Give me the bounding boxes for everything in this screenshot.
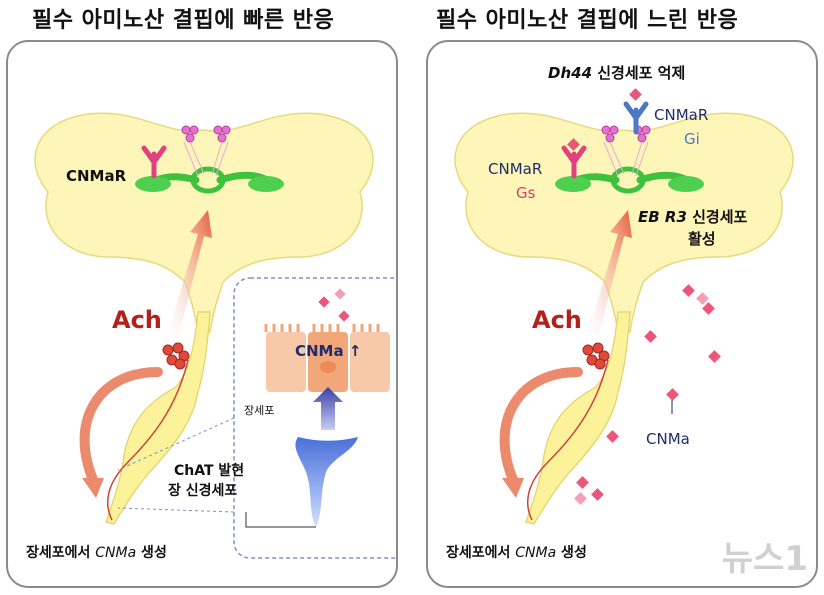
curved-arrow-r <box>499 367 583 487</box>
inset-peptide-text: CNMa <box>295 342 344 360</box>
left-inset-cell-label: 장세포 <box>244 404 275 417</box>
left-ach-label: Ach <box>112 306 162 334</box>
right-gi-label: Gi <box>684 130 700 148</box>
gut-neuron <box>105 311 211 525</box>
right-title: 필수 아미노산 결핍에 느린 반응 <box>436 8 739 33</box>
left-neuron-label-1: ChAT 발현 <box>174 463 245 479</box>
left-receptor-label: CNMaR <box>66 167 127 185</box>
ach-cluster <box>162 342 190 370</box>
right-eb-em: EB R3 <box>638 208 687 226</box>
right-bottom-pre: 장세포에서 <box>446 545 516 561</box>
right-bottom-em: CNMa <box>515 545 557 561</box>
ach-arrow <box>168 210 212 338</box>
left-diagram <box>34 112 396 559</box>
up-indicator-icon: ↑ <box>348 342 362 360</box>
inset-peptides <box>318 288 350 322</box>
right-top-em: Dh44 <box>548 64 593 82</box>
receptor-gs-y <box>561 145 587 179</box>
gut-cells <box>264 324 390 392</box>
ach-arrow-r <box>588 210 632 338</box>
left-bottom-label: 장세포에서 CNMa 생성 <box>26 542 167 562</box>
left-bottom-post: 생성 <box>136 545 167 561</box>
left-title: 필수 아미노산 결핍에 빠른 반응 <box>32 8 335 33</box>
right-ach-label: Ach <box>532 306 582 334</box>
right-eb-label: EB R3 신경세포 <box>638 206 747 227</box>
right-receptor-gs-label: CNMaR <box>488 160 543 178</box>
receptor-y <box>141 145 167 179</box>
right-bottom-post: 생성 <box>556 545 587 561</box>
right-bottom-label: 장세포에서 CNMa 생성 <box>446 542 587 562</box>
watermark-logo: 뉴스1 <box>721 539 808 579</box>
inset-neuron <box>295 437 358 527</box>
right-eb-post: 신경세포 <box>686 208 748 226</box>
right-diagram <box>454 88 794 525</box>
right-receptor-gi-label: CNMaR <box>654 106 709 124</box>
right-eb-line2: 활성 <box>688 230 716 248</box>
gut-neuron-r <box>525 311 631 525</box>
up-arrow <box>313 387 343 430</box>
left-neuron-label-2: 장 신경세포 <box>168 483 238 499</box>
right-top-post: 신경세포 억제 <box>592 64 686 82</box>
left-bottom-pre: 장세포에서 <box>26 545 96 561</box>
right-gs-label: Gs <box>516 184 536 202</box>
right-top-label: Dh44 신경세포 억제 <box>548 62 685 83</box>
left-bottom-em: CNMa <box>95 545 137 561</box>
receptor-gi-y <box>623 101 649 135</box>
left-inset-peptide-label: CNMa ↑ <box>295 342 361 360</box>
right-peptide-label: CNMa <box>646 430 690 448</box>
curved-arrow <box>79 367 163 487</box>
right-panel: Dh44 신경세포 억제 CNMaR Gi CNMaR Gs EB R3 신경세… <box>426 40 818 588</box>
ach-cluster-r <box>582 342 610 370</box>
top-neurons <box>181 125 231 143</box>
left-panel: CNMaR Ach CNMa ↑ 장세포 ChAT 발현 장 신경세포 장세포에… <box>6 40 398 588</box>
